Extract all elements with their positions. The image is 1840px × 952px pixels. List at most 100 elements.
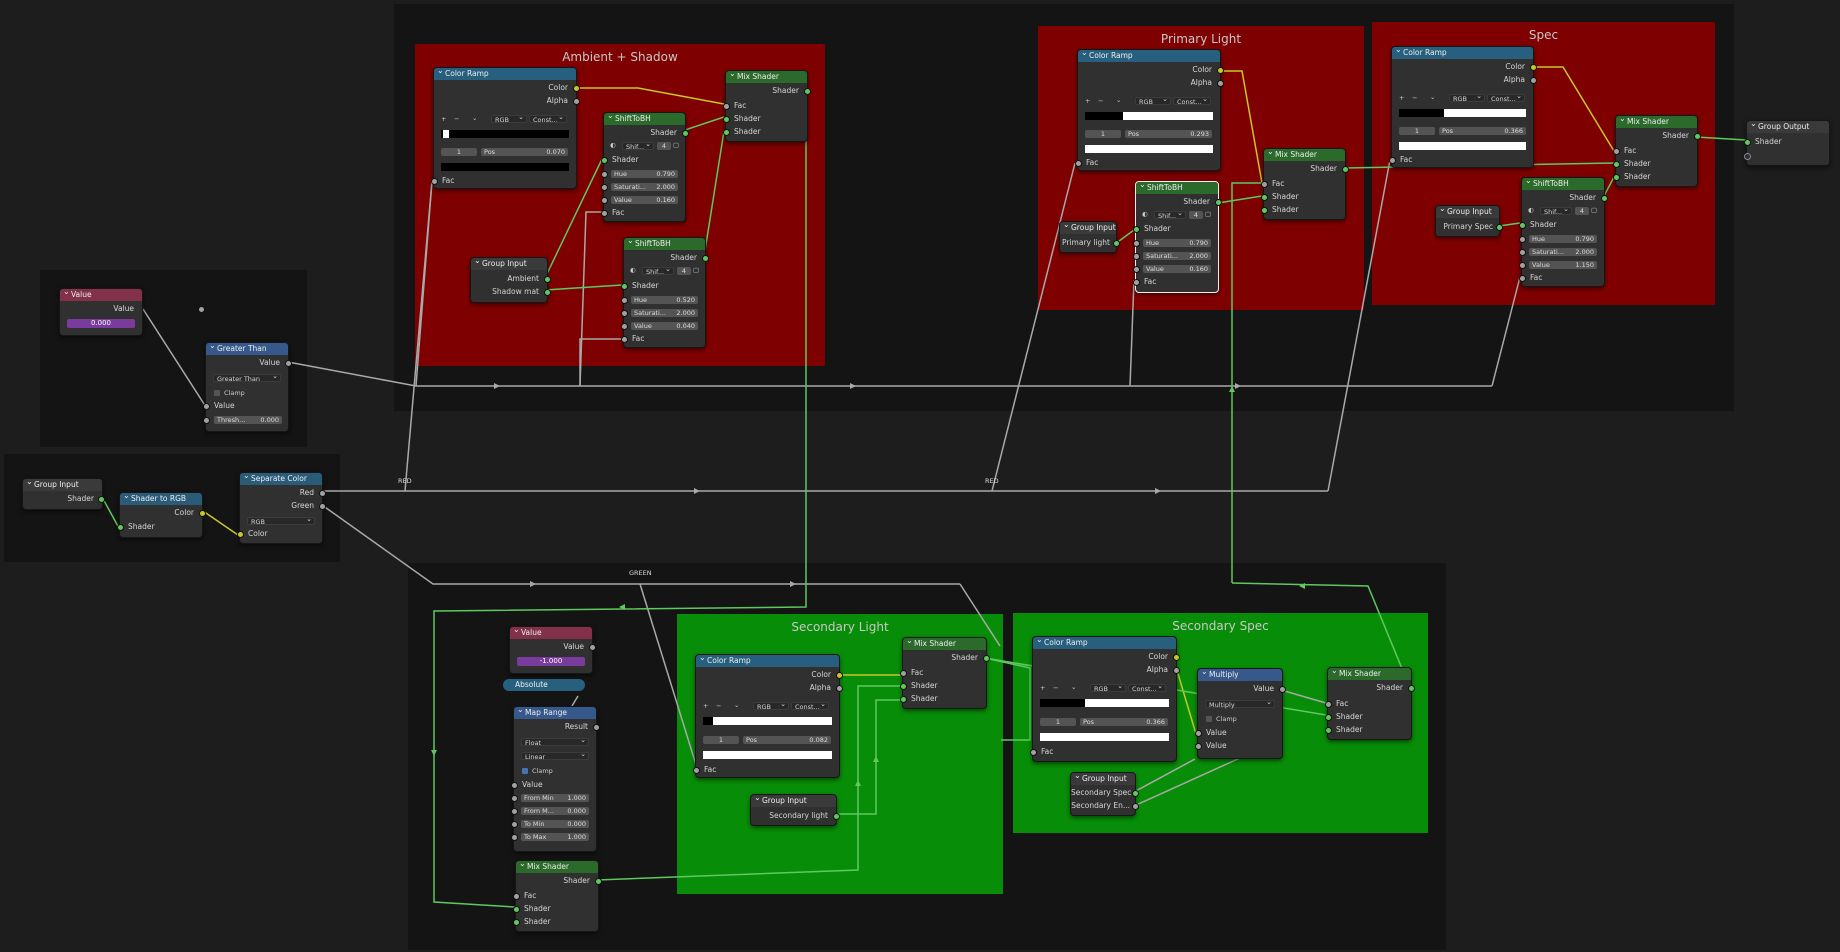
from-max-field[interactable]: From M...0.000 bbox=[521, 807, 589, 815]
output-socket[interactable] bbox=[1530, 64, 1537, 71]
output-socket[interactable] bbox=[833, 813, 840, 820]
input-socket[interactable] bbox=[693, 767, 700, 774]
output-socket[interactable] bbox=[1408, 685, 1415, 692]
input-socket[interactable] bbox=[723, 103, 730, 110]
output-socket[interactable] bbox=[199, 510, 206, 517]
output-socket[interactable] bbox=[836, 672, 843, 679]
shifttobh-group-node[interactable]: ShiftToBH Shader ◐ Shif... 4 ▢ Shader Hu… bbox=[601, 112, 689, 222]
input-socket[interactable] bbox=[1075, 160, 1082, 167]
group-input-node[interactable]: Group Input Primary Spec bbox=[1435, 205, 1503, 237]
input-socket[interactable] bbox=[601, 171, 608, 178]
color-ramp-node[interactable]: Color Ramp Color Alpha + − ⌄ RGB Const..… bbox=[693, 654, 843, 778]
node-group-icon[interactable]: ◐ bbox=[1528, 206, 1534, 214]
group-datablock-select[interactable]: Shif... bbox=[622, 140, 654, 151]
color-mode-select[interactable]: RGB bbox=[491, 113, 527, 124]
output-socket[interactable] bbox=[98, 496, 105, 503]
remove-stop-icon[interactable]: − bbox=[716, 702, 722, 710]
add-stop-icon[interactable]: + bbox=[1399, 94, 1405, 102]
add-stop-icon[interactable]: + bbox=[1040, 684, 1046, 692]
input-socket[interactable] bbox=[1325, 727, 1332, 734]
user-count[interactable]: 4 bbox=[677, 267, 691, 275]
input-socket[interactable] bbox=[1261, 181, 1268, 188]
output-socket[interactable] bbox=[573, 85, 580, 92]
add-stop-icon[interactable]: + bbox=[1085, 97, 1091, 105]
fake-user-icon[interactable]: ▢ bbox=[1591, 206, 1598, 214]
input-socket[interactable] bbox=[1613, 161, 1620, 168]
fake-user-icon[interactable]: ▢ bbox=[693, 266, 700, 274]
output-socket[interactable] bbox=[573, 98, 580, 105]
color-mode-select[interactable]: RGB bbox=[753, 700, 789, 711]
color-ramp-bar[interactable] bbox=[441, 130, 569, 138]
group-input-node[interactable]: Group Input Ambient Shadow mat bbox=[470, 257, 551, 303]
output-socket[interactable] bbox=[319, 503, 326, 510]
color-swatch[interactable] bbox=[441, 163, 569, 171]
input-socket[interactable] bbox=[1613, 174, 1620, 181]
value-node[interactable]: Value Value 0.000 bbox=[59, 288, 205, 336]
separate-color-node[interactable]: Separate Color Red Green RGB Color bbox=[237, 472, 326, 544]
color-mode-select[interactable]: RGB bbox=[1090, 682, 1126, 693]
chevron-down-icon[interactable]: ⌄ bbox=[1430, 93, 1436, 101]
input-socket[interactable] bbox=[1613, 148, 1620, 155]
output-socket[interactable] bbox=[589, 644, 596, 651]
stop-index-field[interactable]: 1 bbox=[1085, 130, 1121, 138]
color-ramp-bar[interactable] bbox=[703, 717, 832, 725]
output-socket[interactable] bbox=[1132, 790, 1139, 797]
ramp-black-segment[interactable] bbox=[1085, 112, 1123, 120]
greater-than-node[interactable]: Greater Than Value Greater Than Clamp Va… bbox=[203, 342, 292, 432]
stop-index-field[interactable]: 1 bbox=[703, 736, 739, 744]
color-swatch[interactable] bbox=[1085, 145, 1213, 153]
output-socket[interactable] bbox=[544, 276, 551, 283]
operation-select[interactable]: Greater Than bbox=[213, 372, 281, 383]
input-socket[interactable] bbox=[601, 157, 608, 164]
input-socket[interactable] bbox=[513, 906, 520, 913]
saturation-field[interactable]: Saturati...2.000 bbox=[631, 309, 698, 317]
input-socket[interactable] bbox=[1325, 714, 1332, 721]
output-socket[interactable] bbox=[1113, 240, 1120, 247]
user-count[interactable]: 4 bbox=[1189, 211, 1203, 219]
value-node[interactable]: Value Value -1.000 bbox=[509, 626, 596, 674]
output-socket[interactable] bbox=[1173, 654, 1180, 661]
input-socket[interactable] bbox=[513, 919, 520, 926]
output-socket[interactable] bbox=[544, 289, 551, 296]
remove-stop-icon[interactable]: − bbox=[1098, 97, 1104, 105]
input-socket[interactable] bbox=[1325, 701, 1332, 708]
stop-index-field[interactable]: 1 bbox=[1040, 718, 1076, 726]
input-socket[interactable] bbox=[900, 696, 907, 703]
input-socket[interactable] bbox=[1519, 262, 1526, 269]
empty-input-socket[interactable] bbox=[1744, 153, 1751, 160]
group-input-node[interactable]: Group Input Secondary light bbox=[750, 794, 840, 826]
clamp-checkbox[interactable] bbox=[214, 390, 220, 396]
color-swatch[interactable] bbox=[703, 751, 832, 759]
output-socket[interactable] bbox=[1279, 686, 1286, 693]
input-socket[interactable] bbox=[723, 129, 730, 136]
input-socket[interactable] bbox=[621, 283, 628, 290]
output-socket[interactable] bbox=[198, 306, 205, 313]
chevron-down-icon[interactable]: ⌄ bbox=[734, 701, 740, 709]
map-range-node[interactable]: Map Range Result Float Linear Clamp Valu… bbox=[511, 706, 600, 852]
input-socket[interactable] bbox=[1261, 207, 1268, 214]
color-mode-select[interactable]: RGB bbox=[1135, 95, 1171, 106]
saturation-field[interactable]: Saturati...2.000 bbox=[1143, 252, 1211, 260]
color-swatch[interactable] bbox=[1399, 142, 1526, 150]
node-group-icon[interactable]: ◐ bbox=[610, 141, 616, 149]
color-ramp-node[interactable]: Color Ramp Color Alpha + − ⌄ RGB Const..… bbox=[431, 67, 580, 189]
output-socket[interactable] bbox=[285, 360, 292, 367]
output-socket[interactable] bbox=[593, 724, 600, 731]
add-stop-icon[interactable]: + bbox=[441, 115, 447, 123]
group-datablock-select[interactable]: Shif... bbox=[1154, 209, 1186, 220]
value-field[interactable]: 0.000 bbox=[67, 319, 135, 328]
input-socket[interactable] bbox=[601, 197, 608, 204]
input-socket[interactable] bbox=[621, 336, 628, 343]
color-ramp-node[interactable]: Color Ramp Color Alpha + − ⌄ RGB Const..… bbox=[1030, 636, 1180, 762]
color-swatch[interactable] bbox=[1040, 733, 1169, 741]
input-socket[interactable] bbox=[621, 310, 628, 317]
interpolation-select[interactable]: Linear bbox=[521, 750, 589, 761]
